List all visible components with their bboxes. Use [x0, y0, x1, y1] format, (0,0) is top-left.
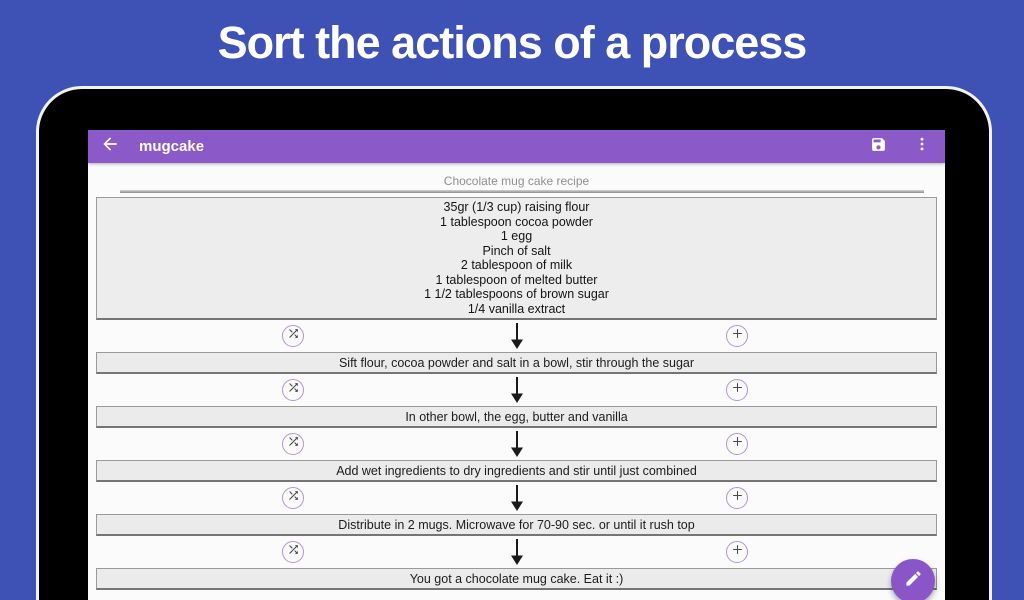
arrow-down-icon — [509, 484, 524, 517]
page-title: Sort the actions of a process — [217, 17, 808, 68]
app-bar-title: mugcake — [139, 138, 205, 155]
shuffle-icon — [287, 543, 300, 561]
step-label: Add wet ingredients to dry ingredients a… — [336, 463, 697, 478]
ingredient-line: 2 tablespoon of milk — [460, 258, 573, 272]
ingredient-line: 1 egg — [500, 229, 533, 243]
step-label: Sift flour, cocoa powder and salt in a b… — [338, 355, 695, 370]
three-dots-vertical-icon — [913, 135, 931, 158]
app-screen: mugcake Chocolate mug cake recipe 35gr (… — [88, 130, 945, 600]
step-item[interactable]: Distribute in 2 mugs. Microwave for 70-9… — [96, 514, 937, 536]
swap-step-button[interactable] — [282, 541, 304, 563]
step-item[interactable]: In other bowl, the egg, butter and vanil… — [96, 406, 937, 428]
add-step-button[interactable] — [726, 541, 748, 563]
step-label: Distribute in 2 mugs. Microwave for 70-9… — [338, 517, 695, 532]
overflow-menu-button[interactable] — [907, 132, 937, 162]
step-connector — [88, 320, 945, 352]
save-icon — [870, 136, 887, 158]
add-step-button[interactable] — [726, 487, 748, 509]
step-item[interactable]: You got a chocolate mug cake. Eat it :) — [96, 568, 937, 590]
shuffle-icon — [287, 381, 300, 399]
shuffle-icon — [287, 327, 300, 345]
plus-icon — [730, 542, 745, 562]
arrow-down-icon — [509, 538, 524, 571]
ingredient-line: 1 tablespoon of melted butter — [435, 272, 598, 287]
arrow-down-icon — [509, 430, 524, 463]
process-name-field[interactable]: Chocolate mug cake recipe — [443, 174, 590, 188]
step-connector — [88, 482, 945, 514]
back-button[interactable] — [95, 132, 125, 162]
swap-step-button[interactable] — [282, 325, 304, 347]
ingredient-line: 1 1/2 tablespoons of brown sugar — [424, 287, 609, 301]
add-step-button[interactable] — [726, 325, 748, 347]
app-bar: mugcake — [88, 130, 945, 163]
step-connector — [88, 374, 945, 406]
field-underline — [120, 190, 924, 193]
swap-step-button[interactable] — [282, 433, 304, 455]
shuffle-icon — [287, 489, 300, 507]
add-step-button[interactable] — [726, 433, 748, 455]
ingredient-line: 1 tablespoon cocoa powder — [440, 214, 593, 229]
plus-icon — [730, 326, 745, 346]
banner: Sort the actions of a process — [0, 0, 1024, 86]
arrow-down-icon — [509, 322, 524, 355]
edit-fab-button[interactable] — [891, 559, 935, 600]
step-connector — [88, 536, 945, 568]
ingredient-line: Pinch of salt — [482, 243, 551, 258]
swap-step-button[interactable] — [282, 487, 304, 509]
step-label: You got a chocolate mug cake. Eat it :) — [409, 571, 624, 586]
plus-icon — [730, 434, 745, 454]
arrow-left-icon — [100, 134, 120, 159]
plus-icon — [730, 488, 745, 508]
shuffle-icon — [287, 435, 300, 453]
add-step-button[interactable] — [726, 379, 748, 401]
step-label: In other bowl, the egg, butter and vanil… — [405, 409, 628, 424]
step-item[interactable]: Sift flour, cocoa powder and salt in a b… — [96, 352, 937, 374]
process-content: Chocolate mug cake recipe 35gr (1/3 cup)… — [88, 163, 945, 590]
plus-icon — [730, 380, 745, 400]
swap-step-button[interactable] — [282, 379, 304, 401]
pencil-icon — [904, 569, 923, 593]
arrow-down-icon — [509, 376, 524, 409]
ingredient-line: 35gr (1/3 cup) raising flour — [443, 200, 590, 214]
ingredient-line: 1/4 vanilla extract — [467, 301, 566, 316]
steps-flow: Sift flour, cocoa powder and salt in a b… — [88, 320, 945, 590]
step-item[interactable]: Add wet ingredients to dry ingredients a… — [96, 460, 937, 482]
save-button[interactable] — [863, 132, 893, 162]
step-connector — [88, 428, 945, 460]
